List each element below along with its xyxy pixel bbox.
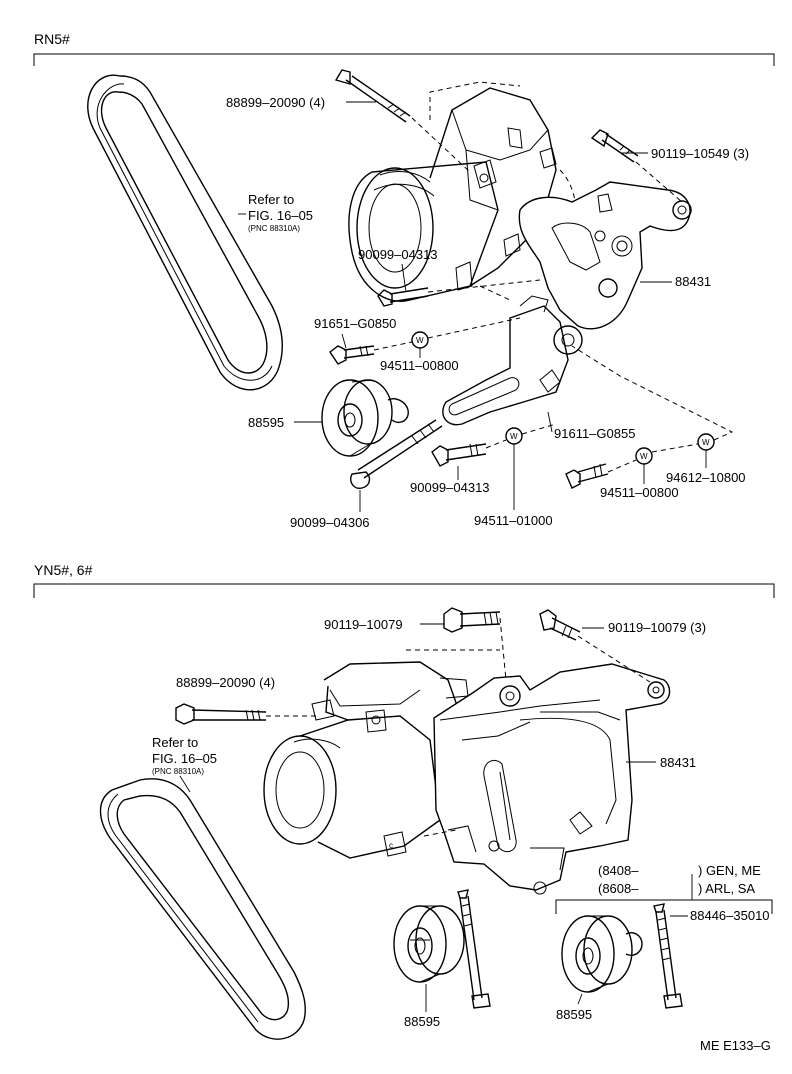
washer-mark: W xyxy=(416,336,424,345)
refer-text-line3: (PNC 88310A) xyxy=(248,224,300,233)
part-90099-04313-a: 90099–04313 xyxy=(358,247,438,262)
part-90099-04306: 90099–04306 xyxy=(290,515,370,530)
part-90119-10079-b: 90119–10079 (3) xyxy=(608,620,706,635)
refer-text-line2: FIG. 16–05 xyxy=(248,208,313,223)
bolt-pulley-left xyxy=(457,889,491,1009)
part-8608-suffix: ) ARL, SA xyxy=(698,881,755,896)
refer-text-line1-bottom: Refer to xyxy=(152,735,198,750)
v-belt xyxy=(87,74,283,391)
bolt-88899-top xyxy=(334,69,411,123)
section-bracket xyxy=(33,53,775,66)
bolt-91651-top xyxy=(329,345,375,365)
bolt-88899-bottom xyxy=(175,703,267,725)
idler-pulley-88595-right xyxy=(561,915,643,993)
bolt-90099b-top xyxy=(431,443,487,467)
idler-pulley-88595-left xyxy=(393,905,465,983)
section-yn5-6: YN5#, 6# Refer to FIG. 16–05 (PNC 88310A… xyxy=(33,562,775,1040)
part-88595-bottom-right: 88595 xyxy=(556,1007,592,1022)
part-90119-10079-a: 90119–10079 xyxy=(324,617,403,632)
refer-text-line2-bottom: FIG. 16–05 xyxy=(152,751,217,766)
part-88899-20090-bottom: 88899–20090 (4) xyxy=(176,675,275,690)
compressor-bottom: c xyxy=(263,649,500,859)
long-bolt-90099-04306 xyxy=(350,419,443,489)
part-88899-20090: 88899–20090 (4) xyxy=(226,95,325,110)
washer-94612-10800: W xyxy=(697,433,715,451)
section-rn5: RN5# Refer to FIG. 16–05 (PNC 88310A) xyxy=(33,31,775,530)
bolt-90119-10079-a xyxy=(443,607,501,633)
part-8408-suffix: ) GEN, ME xyxy=(698,863,761,878)
washer-mark: W xyxy=(640,452,648,461)
adjust-bracket-top xyxy=(442,295,583,426)
part-91651-g0850: 91651–G0850 xyxy=(314,316,396,331)
part-8408: (8408– xyxy=(598,863,639,878)
washer-94511-00800-a: W xyxy=(411,331,429,349)
part-94612-10800: 94612–10800 xyxy=(666,470,746,485)
part-88595-bottom-left: 88595 xyxy=(404,1014,440,1029)
washer-mark: W xyxy=(510,432,518,441)
bracket-88431-bottom xyxy=(433,663,671,895)
part-90099-04313-b: 90099–04313 xyxy=(410,480,490,495)
variant-bracket xyxy=(555,899,773,914)
bolt-90119-10079-b xyxy=(539,609,581,641)
section-bracket xyxy=(33,583,775,598)
svg-text:c: c xyxy=(389,841,393,850)
section-title-rn5: RN5# xyxy=(34,31,70,47)
washer-mark: W xyxy=(702,438,710,447)
refer-text-line1: Refer to xyxy=(248,192,294,207)
bolt-91611-top xyxy=(565,463,609,489)
washer-94511-00800-b: W xyxy=(635,447,653,465)
diagram-code: ME E133–G xyxy=(700,1038,771,1053)
part-91611-g0855: 91611–G0855 xyxy=(554,426,635,441)
part-94511-01000: 94511–01000 xyxy=(474,513,553,528)
bolt-90119-top xyxy=(590,129,639,163)
part-8608: (8608– xyxy=(598,881,639,896)
section-title-yn5-6: YN5#, 6# xyxy=(34,562,93,578)
part-88446-35010: 88446–35010 xyxy=(690,908,770,923)
bracket-88431-top xyxy=(518,181,692,330)
refer-text-line3-bottom: (PNC 88310A) xyxy=(152,767,204,776)
part-94511-00800-a: 94511–00800 xyxy=(380,358,459,373)
part-88431-top: 88431 xyxy=(675,274,711,289)
v-belt-bottom xyxy=(99,778,306,1040)
part-94511-00800-b: 94511–00800 xyxy=(600,485,679,500)
part-88431-bottom: 88431 xyxy=(660,755,696,770)
bolt-88446-35010 xyxy=(653,903,683,1009)
washer-94511-01000: W xyxy=(505,427,523,445)
part-90119-10549: 90119–10549 (3) xyxy=(651,146,749,161)
idler-pulley-88595-top xyxy=(321,379,409,457)
part-88595-top: 88595 xyxy=(248,415,284,430)
bolt-90099a-top xyxy=(377,287,429,307)
